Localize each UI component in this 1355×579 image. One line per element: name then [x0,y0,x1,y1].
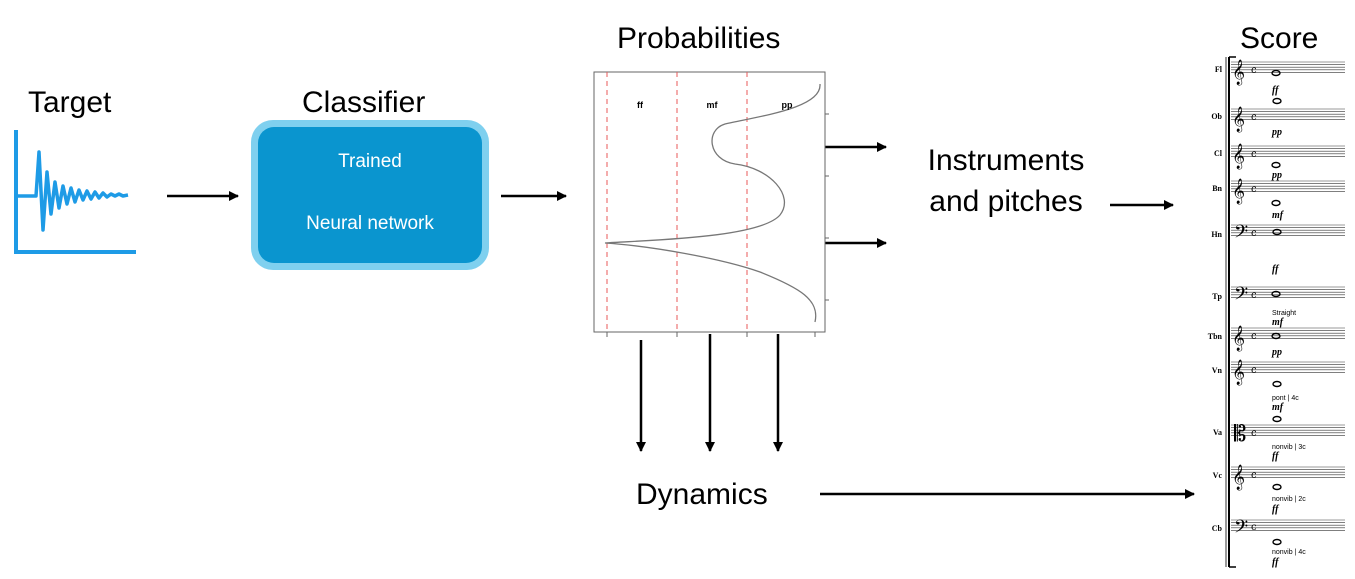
score-instrument-label: Tp [1212,292,1222,301]
score-dynamic-mark: mf [1272,317,1285,328]
classifier-box [258,127,482,263]
svg-text:𝄢: 𝄢 [1234,284,1248,309]
svg-text:𝄢: 𝄢 [1234,222,1248,247]
score-image: 𝄞 𝄞 𝄞 𝄞 𝄢 𝄢 𝄞 𝄞 𝄡 𝄞 𝄢 c c c c c c c c c c c [1225,56,1345,568]
svg-text:𝄞: 𝄞 [1232,178,1245,204]
score-dynamic-mark: mf [1272,402,1285,413]
svg-text:𝄞: 𝄞 [1232,359,1245,385]
score-dynamic-mark: pp [1271,347,1282,358]
classifier-line-trained: Trained [338,151,402,172]
score-dynamic-mark: ff [1272,557,1280,568]
svg-text:c: c [1251,522,1257,533]
svg-text:𝄞: 𝄞 [1232,143,1245,169]
score-technique-note: nonvib | 2c [1272,496,1306,503]
classifier-label: Classifier [302,86,426,119]
svg-text:c: c [1251,184,1257,195]
score-instrument-label: Vc [1213,471,1223,480]
target-waveform-icon [14,130,136,254]
svg-text:c: c [1251,149,1257,160]
svg-text:c: c [1251,331,1257,342]
svg-text:c: c [1251,365,1257,376]
score-instrument-label: Vn [1212,366,1223,375]
score-dynamic-mark: pp [1271,127,1282,138]
svg-text:c: c [1251,112,1257,123]
svg-text:𝄞: 𝄞 [1232,59,1245,85]
instruments-and-pitches-label: Instruments and pitches [927,144,1085,218]
score-dynamic-mark: ff [1272,85,1280,96]
classifier-line-neural-network: Neural network [306,213,434,234]
svg-text:c: c [1251,65,1257,76]
score-technique-note: nonvib | 3c [1272,444,1306,451]
svg-text:c: c [1251,290,1257,301]
score-instrument-label: Tbn [1208,332,1223,341]
col-label-ff: ff [637,100,644,110]
score-dynamic-mark: ff [1272,451,1280,462]
col-label-mf: mf [707,100,719,110]
score-dynamic-mark: pp [1271,170,1282,181]
score-instrument-label: Ob [1211,112,1222,121]
svg-text:𝄞: 𝄞 [1232,106,1245,132]
probability-plot [593,71,829,337]
score-instrument-label: Fl [1215,65,1223,74]
svg-text:𝄢: 𝄢 [1234,517,1248,542]
score-dynamic-mark: ff [1272,264,1280,275]
score-technique-note: nonvib | 4c [1272,549,1306,556]
score-dynamic-mark: mf [1272,210,1285,221]
svg-text:c: c [1251,470,1257,481]
svg-text:c: c [1251,228,1257,239]
score-dynamic-mark: ff [1272,504,1280,515]
score-technique-note: pont | 4c [1272,395,1299,402]
score-instrument-label: Cl [1214,149,1223,158]
score-instrument-label: Hn [1211,230,1222,239]
score-instrument-label: Bn [1212,184,1222,193]
dynamics-label: Dynamics [636,478,768,511]
svg-text:c: c [1251,428,1257,439]
svg-text:𝄡: 𝄡 [1234,422,1246,447]
score-label: Score [1240,22,1319,55]
svg-text:𝄞: 𝄞 [1232,464,1245,490]
col-label-pp: pp [782,100,793,110]
svg-text:𝄞: 𝄞 [1232,325,1245,351]
score-instrument-label: Cb [1212,524,1223,533]
score-instrument-label: Va [1213,428,1222,437]
score-technique-note: Straight [1272,310,1296,317]
probabilities-label: Probabilities [617,22,781,55]
target-label: Target [28,86,112,119]
